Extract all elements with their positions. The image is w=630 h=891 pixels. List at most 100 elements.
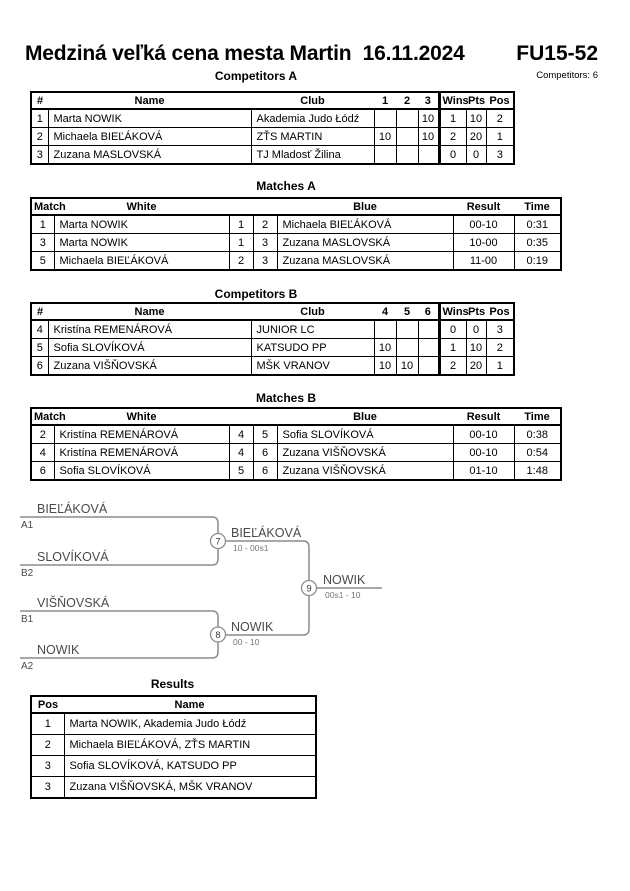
white-name: Sofia SLOVÍKOVÁ — [53, 461, 230, 481]
table-row: 3 Zuzana MASLOVSKÁ TJ Mladosť Žilina 0 0… — [30, 145, 515, 165]
table-row: 1 Marta NOWIK Akademia Judo Łódź 10 1 10… — [30, 108, 515, 128]
table-row: 2 Michaela BIEĽÁKOVÁ, ZŤS MARTIN — [30, 734, 317, 756]
column-header-name: Name — [48, 92, 251, 110]
white-seed: 1 — [228, 233, 254, 252]
score-cell — [373, 145, 397, 165]
column-header-blue: Blue — [277, 198, 453, 216]
table-row: 4 Kristína REMENÁROVÁ 4 6 Zuzana VIŠŇOVS… — [30, 443, 562, 462]
column-header-pos: Pos — [31, 696, 64, 714]
time-cell: 0:31 — [513, 214, 562, 234]
column-header-club: Club — [251, 303, 374, 321]
white-seed: 4 — [228, 424, 254, 444]
column-header-match: Match — [31, 408, 66, 426]
table-header-row: # Name Club 1 2 3 Wins Pts Pos — [31, 92, 514, 110]
competitor-name: Sofia SLOVÍKOVÁ — [47, 338, 252, 357]
score-cell — [395, 319, 419, 339]
table-header-row: Match White Blue Result Time — [31, 198, 561, 216]
competitor-name: Zuzana VIŠŇOVSKÁ — [47, 356, 252, 376]
column-header-club: Club — [251, 92, 374, 110]
column-header-empty — [229, 408, 253, 426]
time-cell: 0:19 — [513, 251, 562, 271]
result-cell: 00-10 — [452, 214, 515, 234]
wins-cell: 0 — [437, 145, 467, 165]
match-number: 5 — [30, 251, 55, 271]
competitor-club: JUNIOR LC — [250, 319, 375, 339]
section-title-matches-a: Matches A — [256, 179, 316, 193]
white-name: Kristína REMENÁROVÁ — [53, 424, 230, 444]
column-header-white: White — [54, 198, 229, 216]
competitor-name: Kristína REMENÁROVÁ — [47, 319, 252, 339]
match-node-number: 8 — [215, 630, 220, 641]
match-node-number: 7 — [215, 537, 220, 548]
result-name: Michaela BIEĽÁKOVÁ, ZŤS MARTIN — [63, 734, 317, 756]
column-header-opp3: 3 — [418, 92, 439, 110]
table-header-row: Match White Blue Result Time — [31, 408, 561, 426]
result-pos: 2 — [30, 734, 65, 756]
competitor-name: Zuzana MASLOVSKÁ — [47, 145, 252, 165]
white-name: Kristína REMENÁROVÁ — [53, 443, 230, 462]
column-header-time: Time — [514, 408, 561, 426]
table-row: 6 Sofia SLOVÍKOVÁ 5 6 Zuzana VIŠŇOVSKÁ 0… — [30, 461, 562, 481]
section-title-results: Results — [150, 677, 195, 691]
bracket-seed-label: A2 — [21, 661, 34, 672]
pos-cell: 1 — [485, 356, 515, 376]
pts-cell: 10 — [465, 338, 487, 357]
table-row: 4 Kristína REMENÁROVÁ JUNIOR LC 0 0 3 — [30, 319, 515, 339]
bracket-winner-name: NOWIK — [323, 573, 366, 587]
column-header-opp6: 6 — [418, 303, 439, 321]
column-header-blue: Blue — [277, 408, 453, 426]
blue-seed: 3 — [252, 251, 278, 271]
table-header-row: # Name Club 4 5 6 Wins Pts Pos — [31, 303, 514, 321]
white-name: Marta NOWIK — [53, 233, 230, 252]
blue-name: Zuzana MASLOVSKÁ — [276, 233, 454, 252]
column-header-pts: Pts — [466, 303, 486, 321]
competitor-club: MŠK VRANOV — [250, 356, 375, 376]
column-header-wins: Wins — [437, 92, 469, 110]
white-seed: 5 — [228, 461, 254, 481]
match-node-number: 9 — [306, 584, 311, 595]
blue-name: Zuzana VIŠŇOVSKÁ — [276, 443, 454, 462]
competitor-number: 4 — [30, 319, 49, 339]
blue-seed: 2 — [252, 214, 278, 234]
competitor-name: Michaela BIEĽÁKOVÁ — [47, 127, 252, 146]
white-name: Marta NOWIK — [53, 214, 230, 234]
result-cell: 11-00 — [452, 251, 515, 271]
result-pos: 3 — [30, 776, 65, 799]
table-row: 3 Zuzana VIŠŇOVSKÁ, MŠK VRANOV — [30, 776, 317, 799]
score-cell — [373, 319, 397, 339]
result-cell: 10-00 — [452, 233, 515, 252]
column-header-name: Name — [64, 696, 316, 714]
score-cell: 10 — [417, 127, 440, 146]
pos-cell: 2 — [485, 338, 515, 357]
score-cell — [417, 145, 440, 165]
table-header-row: Pos Name — [31, 696, 316, 714]
competitors-count: Competitors: 6 — [536, 70, 598, 81]
column-header-pos: Pos — [486, 303, 514, 321]
time-cell: 0:35 — [513, 233, 562, 252]
bracket-seed-name: SLOVÍKOVÁ — [37, 549, 109, 564]
results-table: Pos Name 1 Marta NOWIK, Akademia Judo Łó… — [30, 695, 317, 799]
pts-cell: 0 — [465, 319, 487, 339]
bracket-seed-label: A1 — [21, 520, 34, 531]
section-title-competitors-b: Competitors B — [214, 287, 298, 301]
category-code: FU15-52 — [516, 42, 598, 65]
competitor-club: KATSUDO PP — [250, 338, 375, 357]
bracket-seed-name: NOWIK — [37, 643, 80, 657]
wins-cell: 0 — [437, 319, 467, 339]
result-name: Zuzana VIŠŇOVSKÁ, MŠK VRANOV — [63, 776, 317, 799]
match-number: 6 — [30, 461, 55, 481]
blue-seed: 6 — [252, 461, 278, 481]
blue-name: Zuzana VIŠŇOVSKÁ — [276, 461, 454, 481]
wins-cell: 2 — [437, 356, 467, 376]
result-cell: 00-10 — [452, 443, 515, 462]
score-cell — [417, 338, 440, 357]
column-header-white: White — [54, 408, 229, 426]
column-header-match: Match — [31, 198, 66, 216]
column-header-pts: Pts — [466, 92, 486, 110]
document-title: Medziná veľká cena mesta Martin 16.11.20… — [25, 42, 465, 65]
pos-cell: 3 — [485, 319, 515, 339]
white-seed: 1 — [228, 214, 254, 234]
blue-seed: 5 — [252, 424, 278, 444]
time-cell: 0:54 — [513, 443, 562, 462]
